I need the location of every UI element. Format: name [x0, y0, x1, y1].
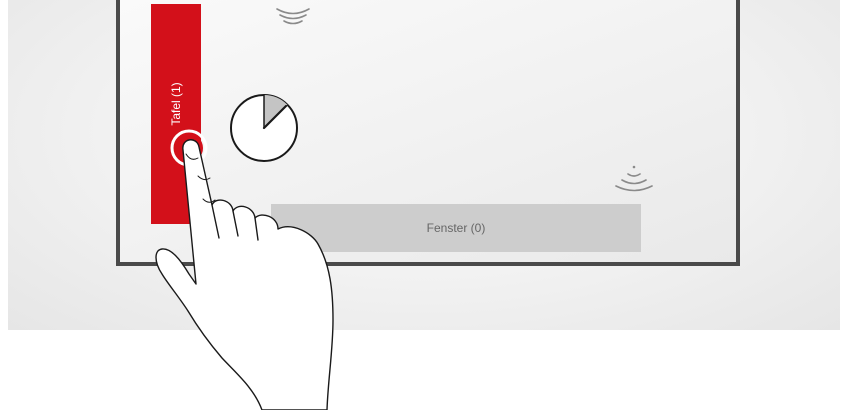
timer-icon: [231, 95, 297, 161]
zone-fenster[interactable]: Fenster (0): [271, 204, 641, 252]
zone-fenster-label: Fenster (0): [427, 221, 486, 235]
zone-tafel-label: Tafel (1): [169, 82, 183, 125]
